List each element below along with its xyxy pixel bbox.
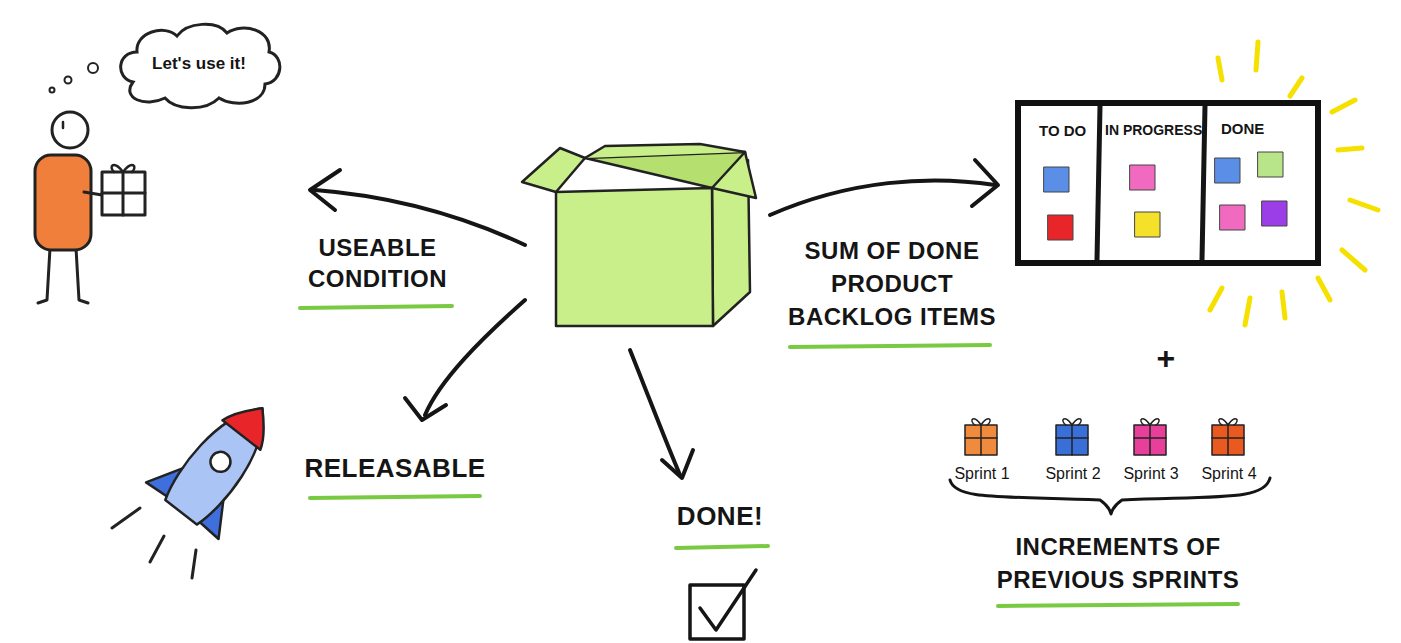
thought-dots [50,63,99,93]
underlines [300,306,1238,606]
shine-rays [1210,42,1378,325]
sprint-gifts [965,419,1244,455]
checkbox [690,570,756,639]
sprint-label: Sprint 1 [942,464,1022,484]
sprint-label: Sprint 3 [1111,464,1191,484]
property-label: SUM OF DONE PRODUCT BACKLOG ITEMS [776,234,1008,333]
column-heading: IN PROGRESS [1105,122,1202,138]
increment-box [522,144,756,326]
property-label: USEABLE CONDITION [295,232,460,294]
stick-figure [35,112,145,303]
property-label: INCREMENTS OF PREVIOUS SPRINTS [985,530,1251,596]
property-label: RELEASABLE [300,452,490,484]
board-columns [1097,106,1205,260]
brace [950,478,1270,514]
thought-cloud: Let's use it! [113,20,285,112]
column-heading: TO DO [1039,122,1086,139]
thought-text: Let's use it! [113,54,285,74]
sticky-notes [1044,152,1287,240]
kanban-board: TO DO IN PROGRESS DONE [1015,100,1321,266]
motion-lines [112,508,196,578]
plus-sign: + [1148,340,1184,376]
column-heading: DONE [1221,120,1264,137]
sprint-label: Sprint 4 [1189,464,1269,484]
sprint-label: Sprint 2 [1033,464,1113,484]
rocket [145,380,299,541]
property-label: DONE! [660,500,780,532]
